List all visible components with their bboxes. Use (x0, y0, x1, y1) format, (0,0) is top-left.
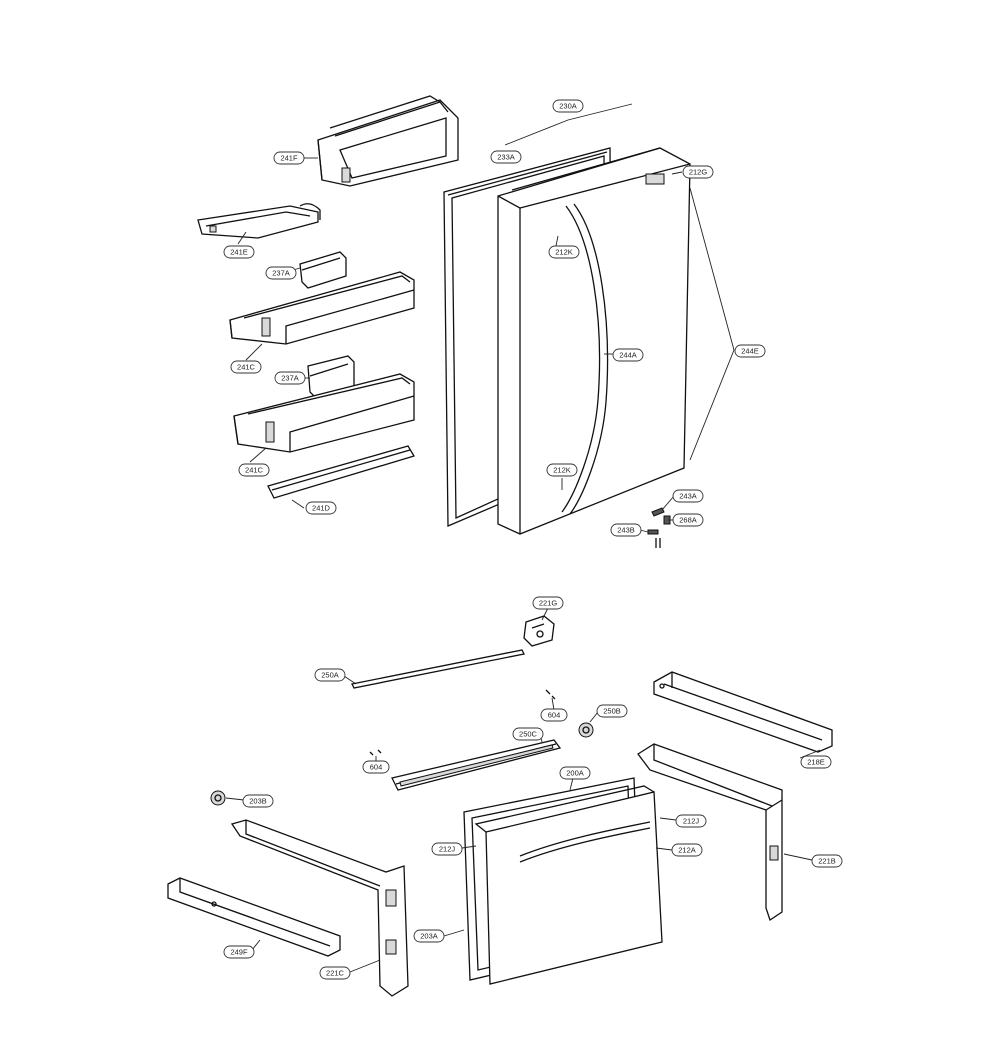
callout-249f-label: 249F (230, 948, 248, 957)
callout-233a: 233A (490, 150, 522, 164)
part-212a-drawer-front (474, 785, 663, 985)
callout-241f-label: 241F (280, 154, 298, 163)
callout-221c-label: 221C (326, 969, 345, 978)
callout-243a: 243A (672, 489, 704, 503)
callout-221g: 221G (532, 596, 564, 610)
callout-212j-left-label: 212J (439, 845, 456, 854)
part-241e-small-shelf (197, 203, 321, 239)
callout-268a: 268A (672, 513, 704, 527)
callout-230a: 230A (552, 99, 584, 113)
part-241f-door-bin (317, 95, 459, 187)
part-221b-bracket (637, 743, 783, 922)
callout-604-left-label: 604 (370, 763, 383, 772)
callout-218e: 218E (800, 755, 832, 769)
callout-212g: 212G (682, 165, 714, 179)
part-250c-rail (391, 739, 562, 791)
part-218e-rail (653, 671, 833, 753)
part-221g-bracket (523, 615, 555, 647)
callout-212g-label: 212G (689, 168, 708, 177)
callout-218e-label: 218E (807, 758, 825, 767)
callout-237a-lower-label: 237A (281, 374, 299, 383)
callout-237a-upper-label: 237A (272, 269, 290, 278)
callout-221g-label: 221G (539, 599, 558, 608)
callout-241f: 241F (273, 151, 305, 165)
callout-212j-left: 212J (431, 842, 463, 856)
part-241c-bin-upper (229, 271, 415, 345)
callout-233a-label: 233A (497, 153, 515, 162)
callout-241e: 241E (223, 245, 255, 259)
part-241d-bar (267, 445, 415, 499)
part-hinge-hardware (647, 507, 671, 548)
part-237a-divider-upper (299, 251, 347, 289)
part-203b-gear (210, 790, 226, 806)
callout-212k-top: 212K (548, 245, 580, 259)
callout-241c-upper-label: 241C (237, 363, 256, 372)
callout-243b: 243B (610, 523, 642, 537)
part-604-screw-right (545, 689, 556, 700)
callout-241c-lower: 241C (238, 463, 270, 477)
callout-237a-upper: 237A (265, 266, 297, 280)
callout-268a-label: 268A (679, 516, 697, 525)
callout-230a-label: 230A (559, 102, 577, 111)
callout-221c: 221C (319, 966, 351, 980)
callout-212a: 212A (671, 843, 703, 857)
callout-241d-label: 241D (312, 504, 331, 513)
callout-221b-label: 221B (818, 857, 836, 866)
callout-200a: 200A (559, 766, 591, 780)
callout-243a-label: 243A (679, 492, 697, 501)
callout-241c-lower-label: 241C (245, 466, 264, 475)
callout-250c: 250C (512, 727, 544, 741)
callout-249f: 249F (223, 945, 255, 959)
callout-244e: 244E (734, 344, 766, 358)
callout-212k-top-label: 212K (555, 248, 573, 257)
callout-604-left: 604 (362, 760, 390, 774)
callout-237a-lower: 237A (274, 371, 306, 385)
callout-250b-label: 250B (603, 707, 621, 716)
callout-212k-bottom-label: 212K (553, 466, 571, 475)
callout-203b: 203B (242, 794, 274, 808)
callout-200a-label: 200A (566, 769, 584, 778)
callout-243b-label: 243B (617, 526, 635, 535)
callout-203a: 203A (413, 929, 445, 943)
callout-244a: 244A (612, 348, 644, 362)
callout-203a-label: 203A (420, 932, 438, 941)
part-604-screw-left (369, 749, 382, 756)
callout-250a-label: 250A (321, 671, 339, 680)
callout-203b-label: 203B (249, 797, 267, 806)
callout-250c-label: 250C (519, 730, 538, 739)
callout-244e-label: 244E (741, 347, 759, 356)
callout-244a-label: 244A (619, 351, 637, 360)
callout-241c-upper: 241C (230, 360, 262, 374)
part-250b-gear (578, 722, 594, 738)
callout-212j-right-label: 212J (683, 817, 700, 826)
callout-212a-label: 212A (678, 846, 696, 855)
callout-604-right-label: 604 (548, 711, 561, 720)
callout-221b: 221B (811, 854, 843, 868)
callout-241d: 241D (305, 501, 337, 515)
part-249f-rail (167, 877, 341, 957)
part-221c-bracket (230, 819, 409, 997)
callout-212j-right: 212J (675, 814, 707, 828)
callout-212k-bottom: 212K (546, 463, 578, 477)
part-244a-door-panel (497, 147, 691, 535)
callout-241e-label: 241E (230, 248, 248, 257)
callout-250b: 250B (596, 704, 628, 718)
callout-604-right: 604 (540, 708, 568, 722)
part-241c-bin-lower (233, 373, 415, 453)
leader-lines-upper (237, 103, 735, 533)
part-250a-rod (351, 649, 525, 689)
callout-250a: 250A (314, 668, 346, 682)
